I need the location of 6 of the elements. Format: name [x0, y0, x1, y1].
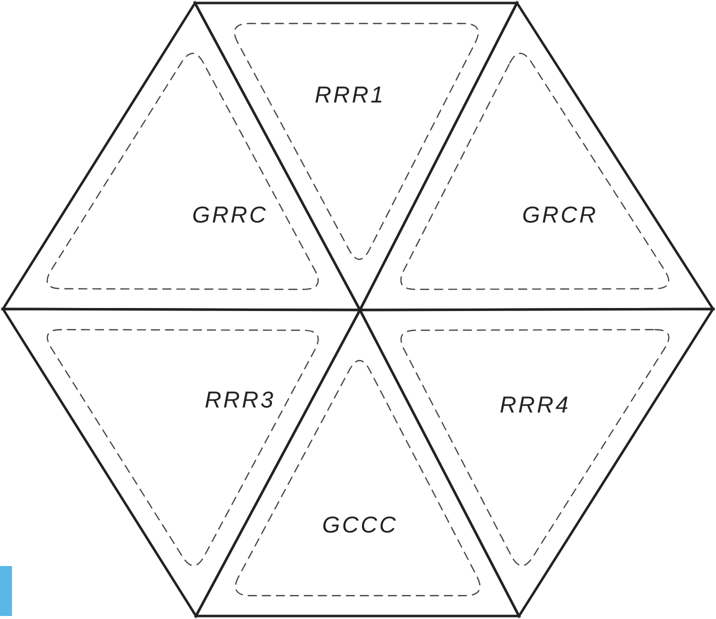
panel-label: GRCR	[522, 202, 598, 228]
panel-label: GRRC	[192, 202, 268, 228]
panel-label: GCCC	[322, 512, 398, 538]
panel-label: RRR3	[204, 386, 276, 414]
panel-label: RRR1	[314, 82, 386, 108]
panel-label: RRR4	[500, 392, 570, 418]
